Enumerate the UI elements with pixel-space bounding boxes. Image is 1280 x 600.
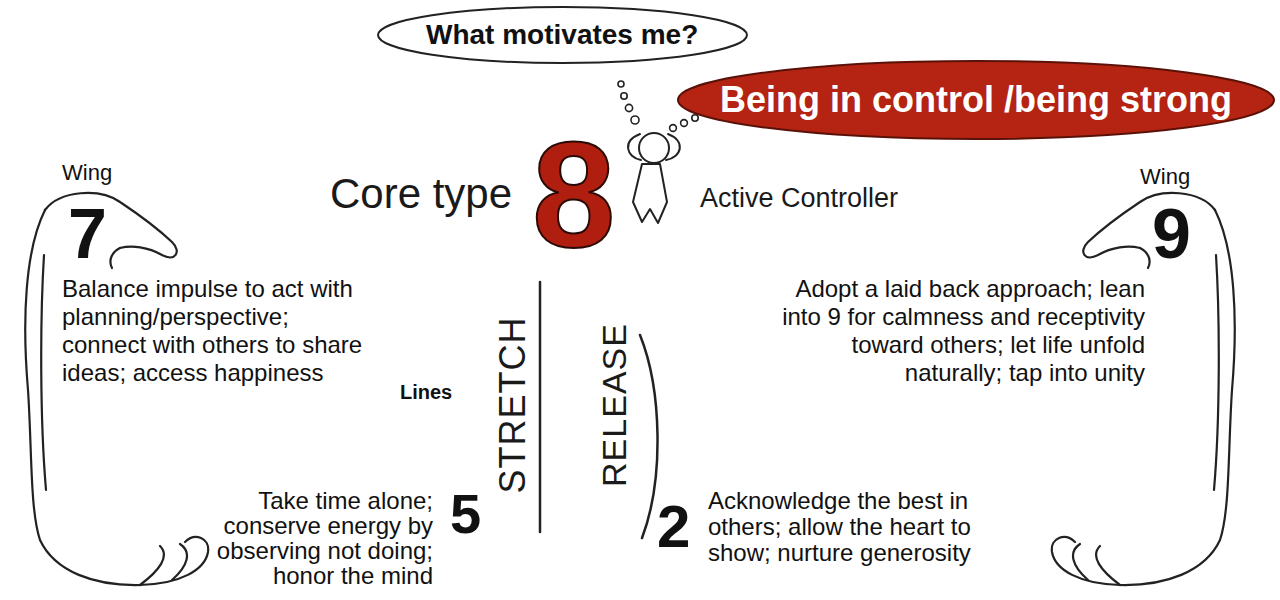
wing-heading: Wing [62,160,112,185]
thought-dot [618,81,624,87]
thought-dot [681,120,688,127]
lines-label: Lines [400,380,452,404]
motivation-text: Being in control /being strong [720,79,1232,121]
wing-heading: Wing [1140,164,1190,189]
thought-dot [670,125,677,132]
figure-body [633,164,667,223]
bubble-text: What motivates me? [426,19,698,51]
hand-outline [1052,210,1235,585]
type-number: 8 [532,120,615,270]
release-note: Acknowledge the best in others; allow th… [708,488,978,566]
thought-bubble: What motivates me? [376,5,749,65]
figure-head [639,133,669,163]
thought-dot [625,104,632,111]
thought-dot [692,115,698,121]
wing-note: Adopt a laid back approach; lean into 9 … [775,275,1145,387]
hand-outline [1083,193,1215,257]
thought-dot [631,116,639,124]
stretch-note: Take time alone; conserve energy by obse… [201,488,433,588]
thinking-figure [628,133,680,223]
wing-number: 7 [68,199,107,269]
stretch-line [539,282,542,532]
line-number: 2 [657,497,690,557]
core-type-label: Core type [330,170,512,218]
hand-outline [25,210,208,585]
type-name: Active Controller [700,182,898,214]
line-number: 5 [450,486,481,542]
hand-outline [1214,255,1219,490]
release-line [640,335,658,538]
ellipse-outline [678,61,1274,139]
hand-outline [41,255,46,490]
hand-outline [45,193,177,257]
wing-note: Balance impulse to act with planning/per… [62,275,377,387]
stretch-label: STRETCH [493,317,533,494]
motivation-ellipse: Being in control /being strong [676,59,1276,141]
thought-dot [621,93,627,99]
wing-number: 9 [1152,199,1191,269]
release-label: RELEASE [595,323,633,487]
ellipse-outline [378,7,747,63]
